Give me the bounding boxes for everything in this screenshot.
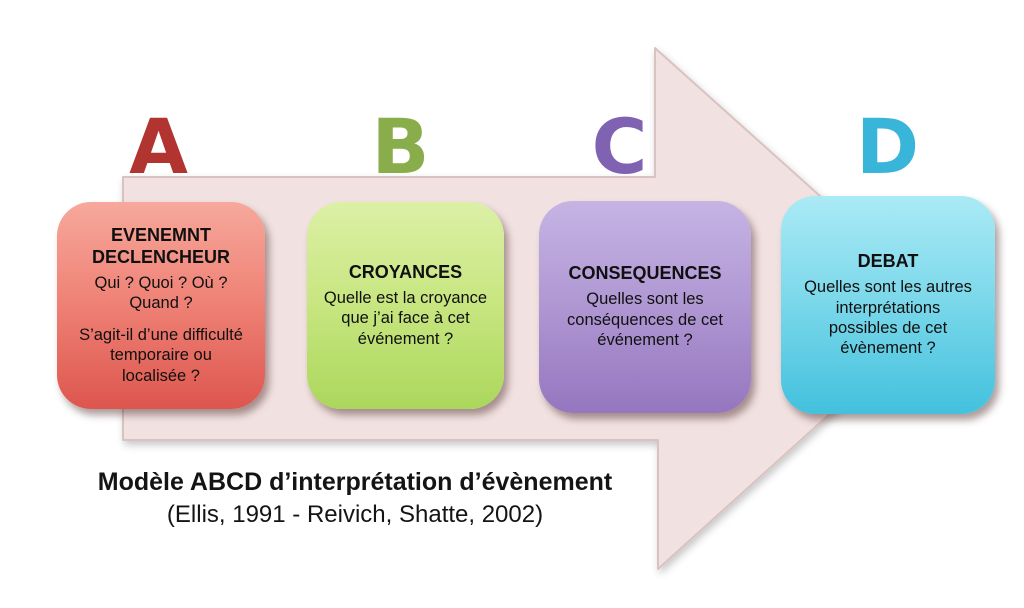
card-title: DEBAT — [857, 251, 919, 272]
card-text: Quelles sont les conséquences de cet évé… — [567, 290, 723, 350]
caption-source: (Ellis, 1991 - Reivich, Shatte, 2002) — [166, 501, 544, 528]
card-text: Quelle est la croyance que j’ai face à c… — [323, 288, 488, 348]
arrow-shape — [122, 47, 947, 570]
card-title: CROYANCES — [348, 261, 463, 282]
card-evenement-declencheur: EVENEMNT DECLENCHEUR Qui ? Quoi ? Où ? Q… — [57, 202, 265, 409]
card-debat: DEBAT Quelles sont les autres interpréta… — [781, 196, 995, 414]
letter-c-label: C — [591, 102, 649, 191]
card-text: S’agit-il d’une difficulté temporaire ou… — [79, 325, 243, 385]
card-consequences: CONSEQUENCES Quelles sont les conséquenc… — [539, 201, 751, 413]
card-text: Quelles sont les autres interprétations … — [804, 278, 972, 358]
card-croyances: CROYANCES Quelle est la croyance que j’a… — [307, 202, 504, 409]
letter-d-label: D — [855, 102, 921, 191]
caption: Modèle ABCD d’interprétation d’évènement… — [95, 466, 615, 530]
caption-title: Modèle ABCD d’interprétation d’évènement — [97, 468, 613, 496]
letter-a-label: A — [129, 102, 189, 191]
card-title: CONSEQUENCES — [568, 263, 722, 284]
letter-b-label: B — [371, 102, 431, 191]
card-text: Qui ? Quoi ? Où ? Quand ? — [94, 273, 228, 313]
card-title: EVENEMNT DECLENCHEUR — [91, 224, 230, 267]
